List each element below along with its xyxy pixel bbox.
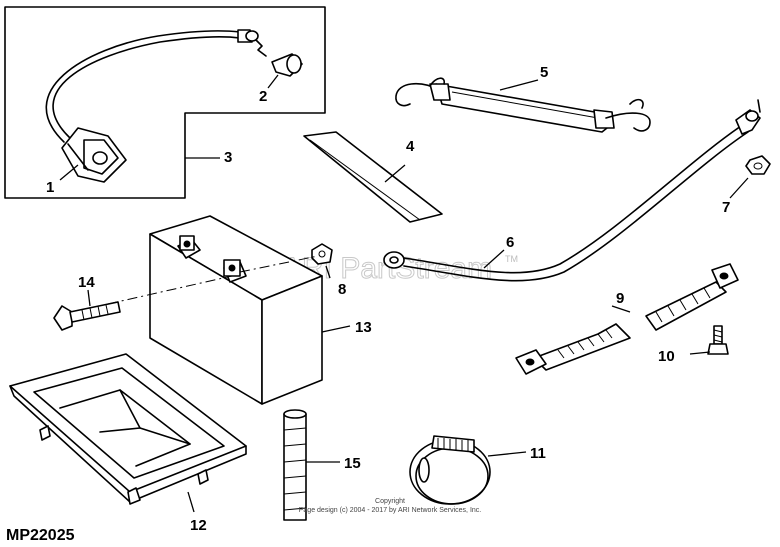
copyright-line-2: Page design (c) 2004 - 2017 by ARI Netwo… xyxy=(299,507,482,514)
callout-4: 4 xyxy=(406,138,415,155)
copyright-line-1: Copyright xyxy=(375,498,405,505)
nut-part-7 xyxy=(745,155,771,175)
strap-bolt-part xyxy=(707,325,729,355)
battery-pad-part xyxy=(303,131,443,223)
callout-12: 12 xyxy=(190,517,207,534)
ground-strap-part xyxy=(515,263,739,375)
nut-part-8 xyxy=(311,243,333,265)
callout-8: 8 xyxy=(338,281,346,298)
assembly-line xyxy=(107,255,319,305)
long-bolt-part xyxy=(53,301,121,331)
battery-tray-part xyxy=(9,353,247,505)
diagram-code: MP22025 xyxy=(6,527,75,544)
hose-clamp-part xyxy=(409,435,491,505)
callout-1: 1 xyxy=(46,179,54,196)
callout-14: 14 xyxy=(78,274,95,291)
leader-lines xyxy=(59,74,749,513)
battery-strap-part xyxy=(395,77,651,133)
hose-tube-part xyxy=(283,409,307,521)
callout-11: 11 xyxy=(530,445,546,462)
callout-3: 3 xyxy=(224,149,232,166)
watermark-trademark: TM xyxy=(505,254,518,264)
callout-6: 6 xyxy=(506,234,514,251)
battery-part xyxy=(149,215,323,405)
callout-5: 5 xyxy=(540,64,548,81)
positive-cable-part xyxy=(383,99,761,282)
small-bolt-part xyxy=(255,39,303,77)
callout-13: 13 xyxy=(355,319,372,336)
inset-frame xyxy=(4,6,326,199)
callout-9: 9 xyxy=(616,290,624,307)
callout-2: 2 xyxy=(259,88,267,105)
callout-10: 10 xyxy=(658,348,675,365)
callout-15: 15 xyxy=(344,455,361,472)
ground-cable-part xyxy=(45,29,259,183)
callout-7: 7 xyxy=(722,199,730,216)
